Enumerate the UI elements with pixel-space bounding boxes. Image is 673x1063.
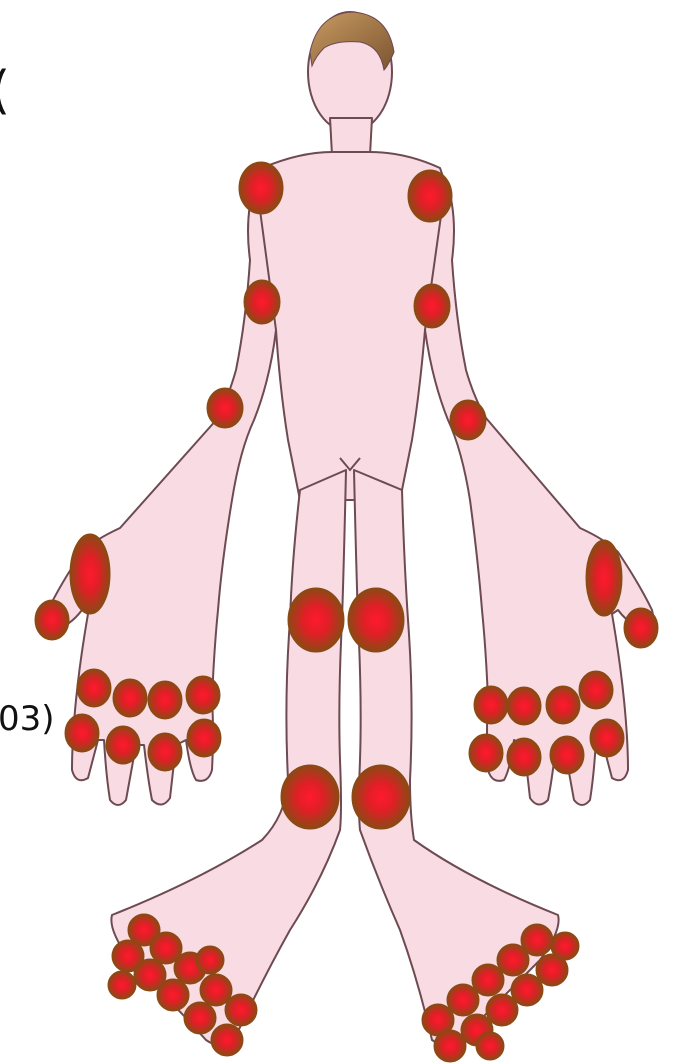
right-knee-joint-marker bbox=[348, 588, 404, 652]
right-finger-joint-3-joint-marker bbox=[550, 736, 584, 774]
left-toe-12-joint-marker bbox=[196, 946, 224, 974]
right-finger-joint-4-joint-marker bbox=[590, 719, 624, 757]
left-thumb-base-joint-marker bbox=[70, 534, 110, 614]
right-wrist-joint-marker bbox=[450, 400, 486, 440]
right-knuckle-4-joint-marker bbox=[579, 671, 613, 709]
right-shoulder-joint-marker bbox=[408, 170, 452, 222]
edge-label-middle: 03) bbox=[0, 699, 55, 739]
left-finger-joint-4-joint-marker bbox=[187, 719, 221, 757]
left-toe-11-joint-marker bbox=[108, 971, 136, 999]
left-knee-joint-marker bbox=[288, 588, 344, 652]
edge-paren-top: ( bbox=[0, 61, 10, 121]
right-toe-11-joint-marker bbox=[551, 932, 579, 960]
left-elbow-joint-marker bbox=[244, 280, 280, 324]
left-shoulder-joint-marker bbox=[239, 162, 283, 214]
right-finger-joint-2-joint-marker bbox=[507, 738, 541, 776]
left-thumb-tip-joint-marker bbox=[35, 600, 69, 640]
right-knuckle-2-joint-marker bbox=[507, 687, 541, 725]
right-toe-12-joint-marker bbox=[476, 1032, 504, 1060]
right-knuckle-3-joint-marker bbox=[546, 686, 580, 724]
right-thumb-base-joint-marker bbox=[586, 540, 622, 616]
left-knuckle-4-joint-marker bbox=[186, 676, 220, 714]
left-toe-9-joint-marker bbox=[184, 1002, 216, 1034]
left-finger-joint-2-joint-marker bbox=[106, 726, 140, 764]
left-knuckle-1-joint-marker bbox=[77, 669, 111, 707]
left-ankle-joint-marker bbox=[281, 765, 339, 829]
right-elbow-joint-marker bbox=[414, 284, 450, 328]
right-ankle-joint-marker bbox=[352, 765, 410, 829]
left-toe-8-joint-marker bbox=[157, 979, 189, 1011]
body-silhouette bbox=[47, 12, 653, 1045]
neck bbox=[330, 118, 372, 155]
right-knuckle-1-joint-marker bbox=[474, 686, 508, 724]
left-knuckle-3-joint-marker bbox=[148, 681, 182, 719]
left-knuckle-2-joint-marker bbox=[113, 679, 147, 717]
right-toe-10-joint-marker bbox=[434, 1030, 466, 1062]
left-finger-joint-1-joint-marker bbox=[65, 714, 99, 752]
left-toe-5-joint-marker bbox=[225, 994, 257, 1026]
right-finger-joint-1-joint-marker bbox=[469, 734, 503, 772]
left-toe-10-joint-marker bbox=[211, 1024, 243, 1056]
left-finger-joint-3-joint-marker bbox=[148, 733, 182, 771]
left-wrist-joint-marker bbox=[207, 388, 243, 428]
right-thumb-tip-joint-marker bbox=[624, 608, 658, 648]
